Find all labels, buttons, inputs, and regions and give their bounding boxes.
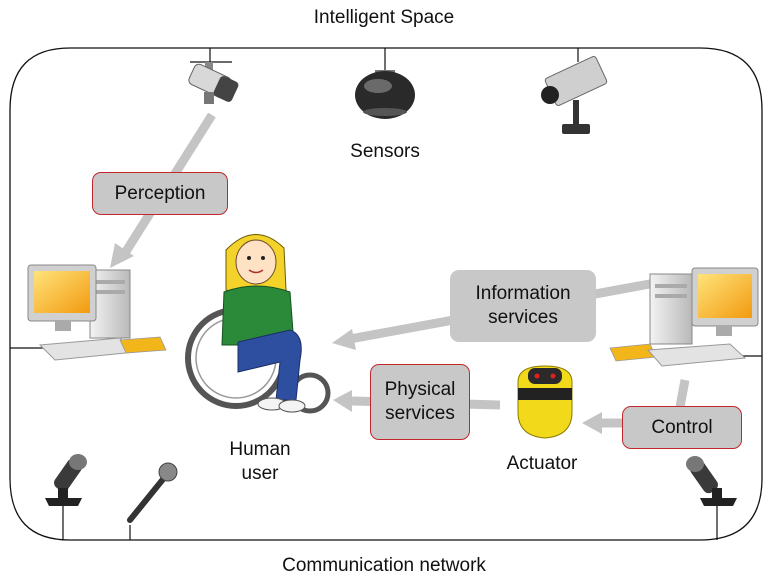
computer-right-icon bbox=[609, 267, 759, 367]
control-text: Control bbox=[651, 416, 713, 438]
information-text-line2: services bbox=[488, 307, 558, 328]
perception-box: Perception bbox=[92, 172, 228, 215]
diagram-title: Intelligent Space bbox=[313, 7, 455, 28]
human-user-label-line2: user bbox=[241, 463, 279, 484]
handheld-microphone-icon bbox=[127, 462, 178, 523]
physical-arrowhead bbox=[333, 390, 352, 412]
ceiling-camera-icon bbox=[188, 62, 239, 104]
ip-camera-icon bbox=[541, 56, 608, 134]
physical-text-line1: Physical bbox=[384, 379, 456, 400]
microphone-stand-right-icon bbox=[686, 456, 737, 506]
physical-services-box: Physical services bbox=[370, 364, 470, 440]
actuator-label: Actuator bbox=[506, 453, 578, 474]
information-text-line1: Information bbox=[475, 283, 571, 304]
control-arrowhead bbox=[582, 412, 602, 434]
communication-network-label: Communication network bbox=[282, 555, 486, 576]
microphone-stand-left-icon bbox=[45, 454, 87, 506]
wheelchair-user-icon bbox=[185, 234, 331, 414]
sensors-label: Sensors bbox=[350, 141, 420, 162]
computer-left-icon bbox=[27, 264, 167, 361]
control-box: Control bbox=[622, 406, 742, 449]
perception-text: Perception bbox=[114, 182, 206, 204]
human-user-label-line1: Human bbox=[229, 439, 291, 460]
dome-camera-icon bbox=[355, 70, 415, 119]
robot-actuator-icon bbox=[517, 365, 573, 439]
physical-text-line2: services bbox=[385, 403, 455, 424]
information-arrowhead bbox=[332, 329, 356, 350]
perception-arrowhead bbox=[110, 243, 134, 268]
room-outline bbox=[9, 47, 763, 541]
information-services-box: Information services bbox=[450, 270, 596, 342]
